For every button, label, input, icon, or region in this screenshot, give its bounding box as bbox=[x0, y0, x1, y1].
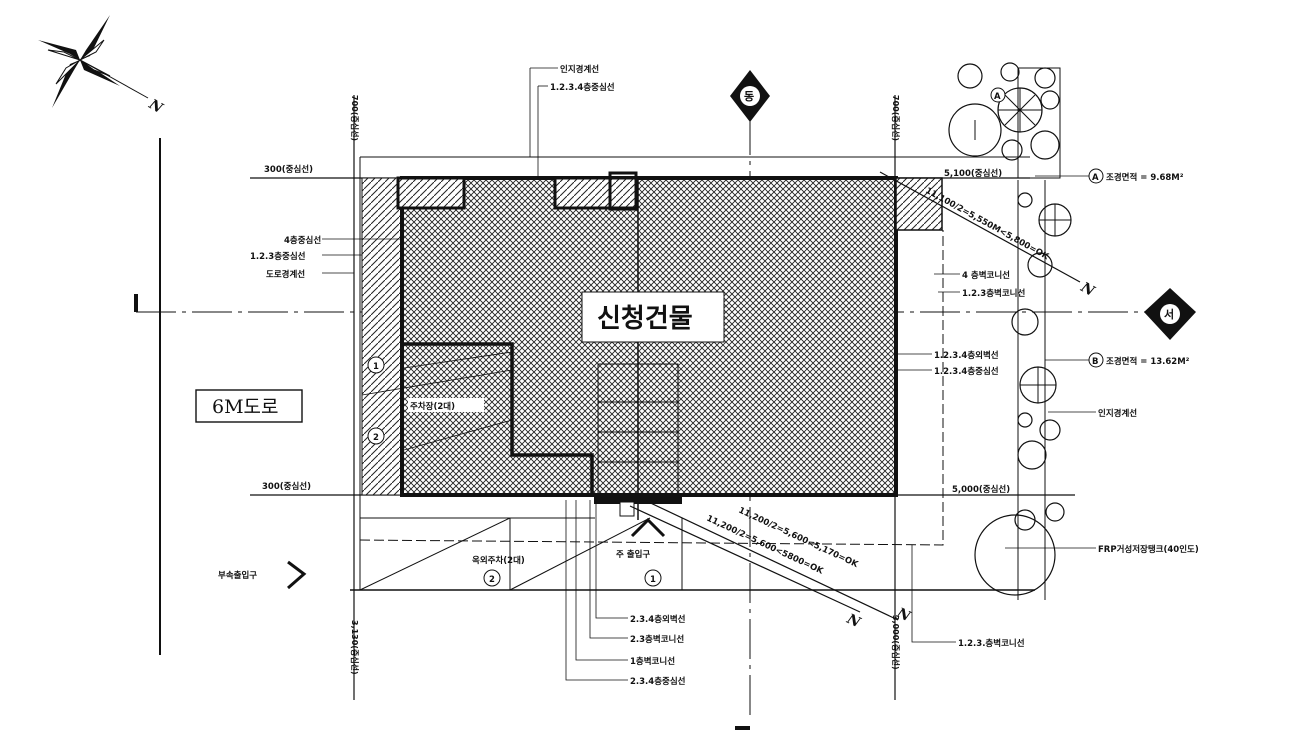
center-1234-top-label: 1.2.3.4층중심선 bbox=[550, 82, 615, 93]
wall-strip-left bbox=[361, 177, 405, 496]
east-marker bbox=[730, 70, 770, 122]
outdoor-parking-label: 옥외주차(2대) bbox=[472, 555, 525, 566]
sub-entrance-label: 부속출입구 bbox=[218, 570, 257, 581]
parking-room-label: 주차장(2대) bbox=[410, 401, 455, 412]
landscape-a-area: 조경면적 = 9.68M² bbox=[1106, 172, 1184, 183]
site-boundary-right-label: 인지경계선 bbox=[1098, 408, 1137, 419]
building-title-box bbox=[581, 291, 725, 343]
parking-num-2: 2 bbox=[489, 575, 495, 585]
floor123-center-label: 1.2.3층중심선 bbox=[250, 251, 306, 262]
balcony-top-center bbox=[553, 176, 639, 210]
dim-3130-label: 3,130(중심선) bbox=[350, 620, 360, 675]
floor1234-wall-label: 1.2.3.4층외벽선 bbox=[934, 350, 999, 361]
landscape-a-marker-label: A bbox=[994, 92, 1001, 102]
landscape-area-a bbox=[1017, 67, 1061, 179]
offset-300-top-label: 300(중심선) bbox=[264, 164, 313, 175]
floor234-wall-label: 2.3.4층외벽선 bbox=[630, 614, 686, 625]
site-boundary-top-label: 인지경계선 bbox=[560, 64, 599, 75]
west-marker-label: 서 bbox=[1164, 307, 1174, 321]
compass-north-label: N bbox=[145, 96, 166, 117]
dim-3000-label: 3,000(중심선) bbox=[891, 615, 901, 670]
balcony-top-right bbox=[895, 177, 943, 231]
floor1-corner-label: 1층벽코니선 bbox=[630, 656, 675, 667]
parking-room-outline bbox=[402, 342, 594, 495]
frp-tank-label: FRP거성저장탱크(40인도) bbox=[1098, 544, 1199, 555]
diag-dim-line-2 bbox=[629, 505, 861, 613]
landscape-b-marker-label: B bbox=[1092, 357, 1098, 367]
landscape-a-marker-2-label: A bbox=[1092, 173, 1099, 183]
entrance-threshold bbox=[594, 494, 682, 504]
road-boundary-label: 도로경계선 bbox=[266, 269, 305, 280]
dim-5100-label: 5,100(중심선) bbox=[944, 168, 1002, 179]
compass-icon bbox=[38, 15, 149, 108]
tree-icons bbox=[948, 62, 1072, 596]
entrance-door bbox=[619, 501, 635, 517]
landscape-b-area: 조경면적 = 13.62M² bbox=[1106, 356, 1190, 367]
parking-circle-2 bbox=[483, 569, 501, 587]
parking-num-1: 1 bbox=[650, 575, 656, 585]
building-title: 신청건물 bbox=[597, 304, 693, 334]
landscape-a-marker bbox=[990, 87, 1006, 103]
diag-dim-line-1 bbox=[639, 497, 899, 621]
parking-num-1-left: 1 bbox=[373, 362, 379, 372]
diag-dim-line-3 bbox=[879, 171, 1081, 283]
balcony-top-left bbox=[396, 176, 466, 210]
offset-700-left-label: 700(중심선) bbox=[350, 95, 360, 141]
north-label-lower: N bbox=[843, 611, 863, 632]
dim-5000-label: 5,000(중심선) bbox=[952, 484, 1010, 495]
floor123-corner-b-label: 1.2.3.층벽코니선 bbox=[958, 638, 1025, 649]
offset-300-bottom-label: 300(중심선) bbox=[262, 481, 311, 492]
stair-top bbox=[608, 171, 638, 211]
sub-entrance-arrow-icon bbox=[287, 560, 307, 590]
setback-dashed-outline bbox=[359, 230, 944, 546]
parking-bay-diagonal-1 bbox=[359, 517, 511, 591]
parking-room-label-bg bbox=[408, 398, 484, 412]
west-marker bbox=[1144, 288, 1196, 340]
floor23-corner-label: 2.3층벽코니선 bbox=[630, 634, 684, 645]
east-marker-label: 동 bbox=[744, 90, 754, 103]
floor123-corner-label: 1.2.3층벽코니선 bbox=[962, 288, 1025, 299]
parking-circle-1-left bbox=[367, 356, 385, 374]
parking-circle-2-left bbox=[367, 427, 385, 445]
road-label-box bbox=[195, 389, 303, 423]
parking-bay-diagonal-2 bbox=[509, 517, 651, 591]
floor234-center-label: 2.3.4층중심선 bbox=[630, 676, 686, 687]
floor1234-center-right-label: 1.2.3.4층중심선 bbox=[934, 366, 999, 377]
offset-700-right-label: 700(중심선) bbox=[891, 95, 901, 141]
road-label: 6M도로 bbox=[212, 396, 279, 418]
floor4-center-label: 4층중심선 bbox=[284, 235, 321, 246]
tree-spokes bbox=[974, 88, 1071, 403]
main-entrance-label: 주 출입구 bbox=[616, 549, 650, 560]
floor4-corner-label: 4 층벽코니선 bbox=[962, 270, 1010, 281]
parking-num-2-left: 2 bbox=[373, 433, 379, 443]
parking-circle-1 bbox=[644, 569, 662, 587]
main-entrance-arrow-icon bbox=[630, 517, 666, 538]
north-label-right: N bbox=[1077, 279, 1098, 300]
